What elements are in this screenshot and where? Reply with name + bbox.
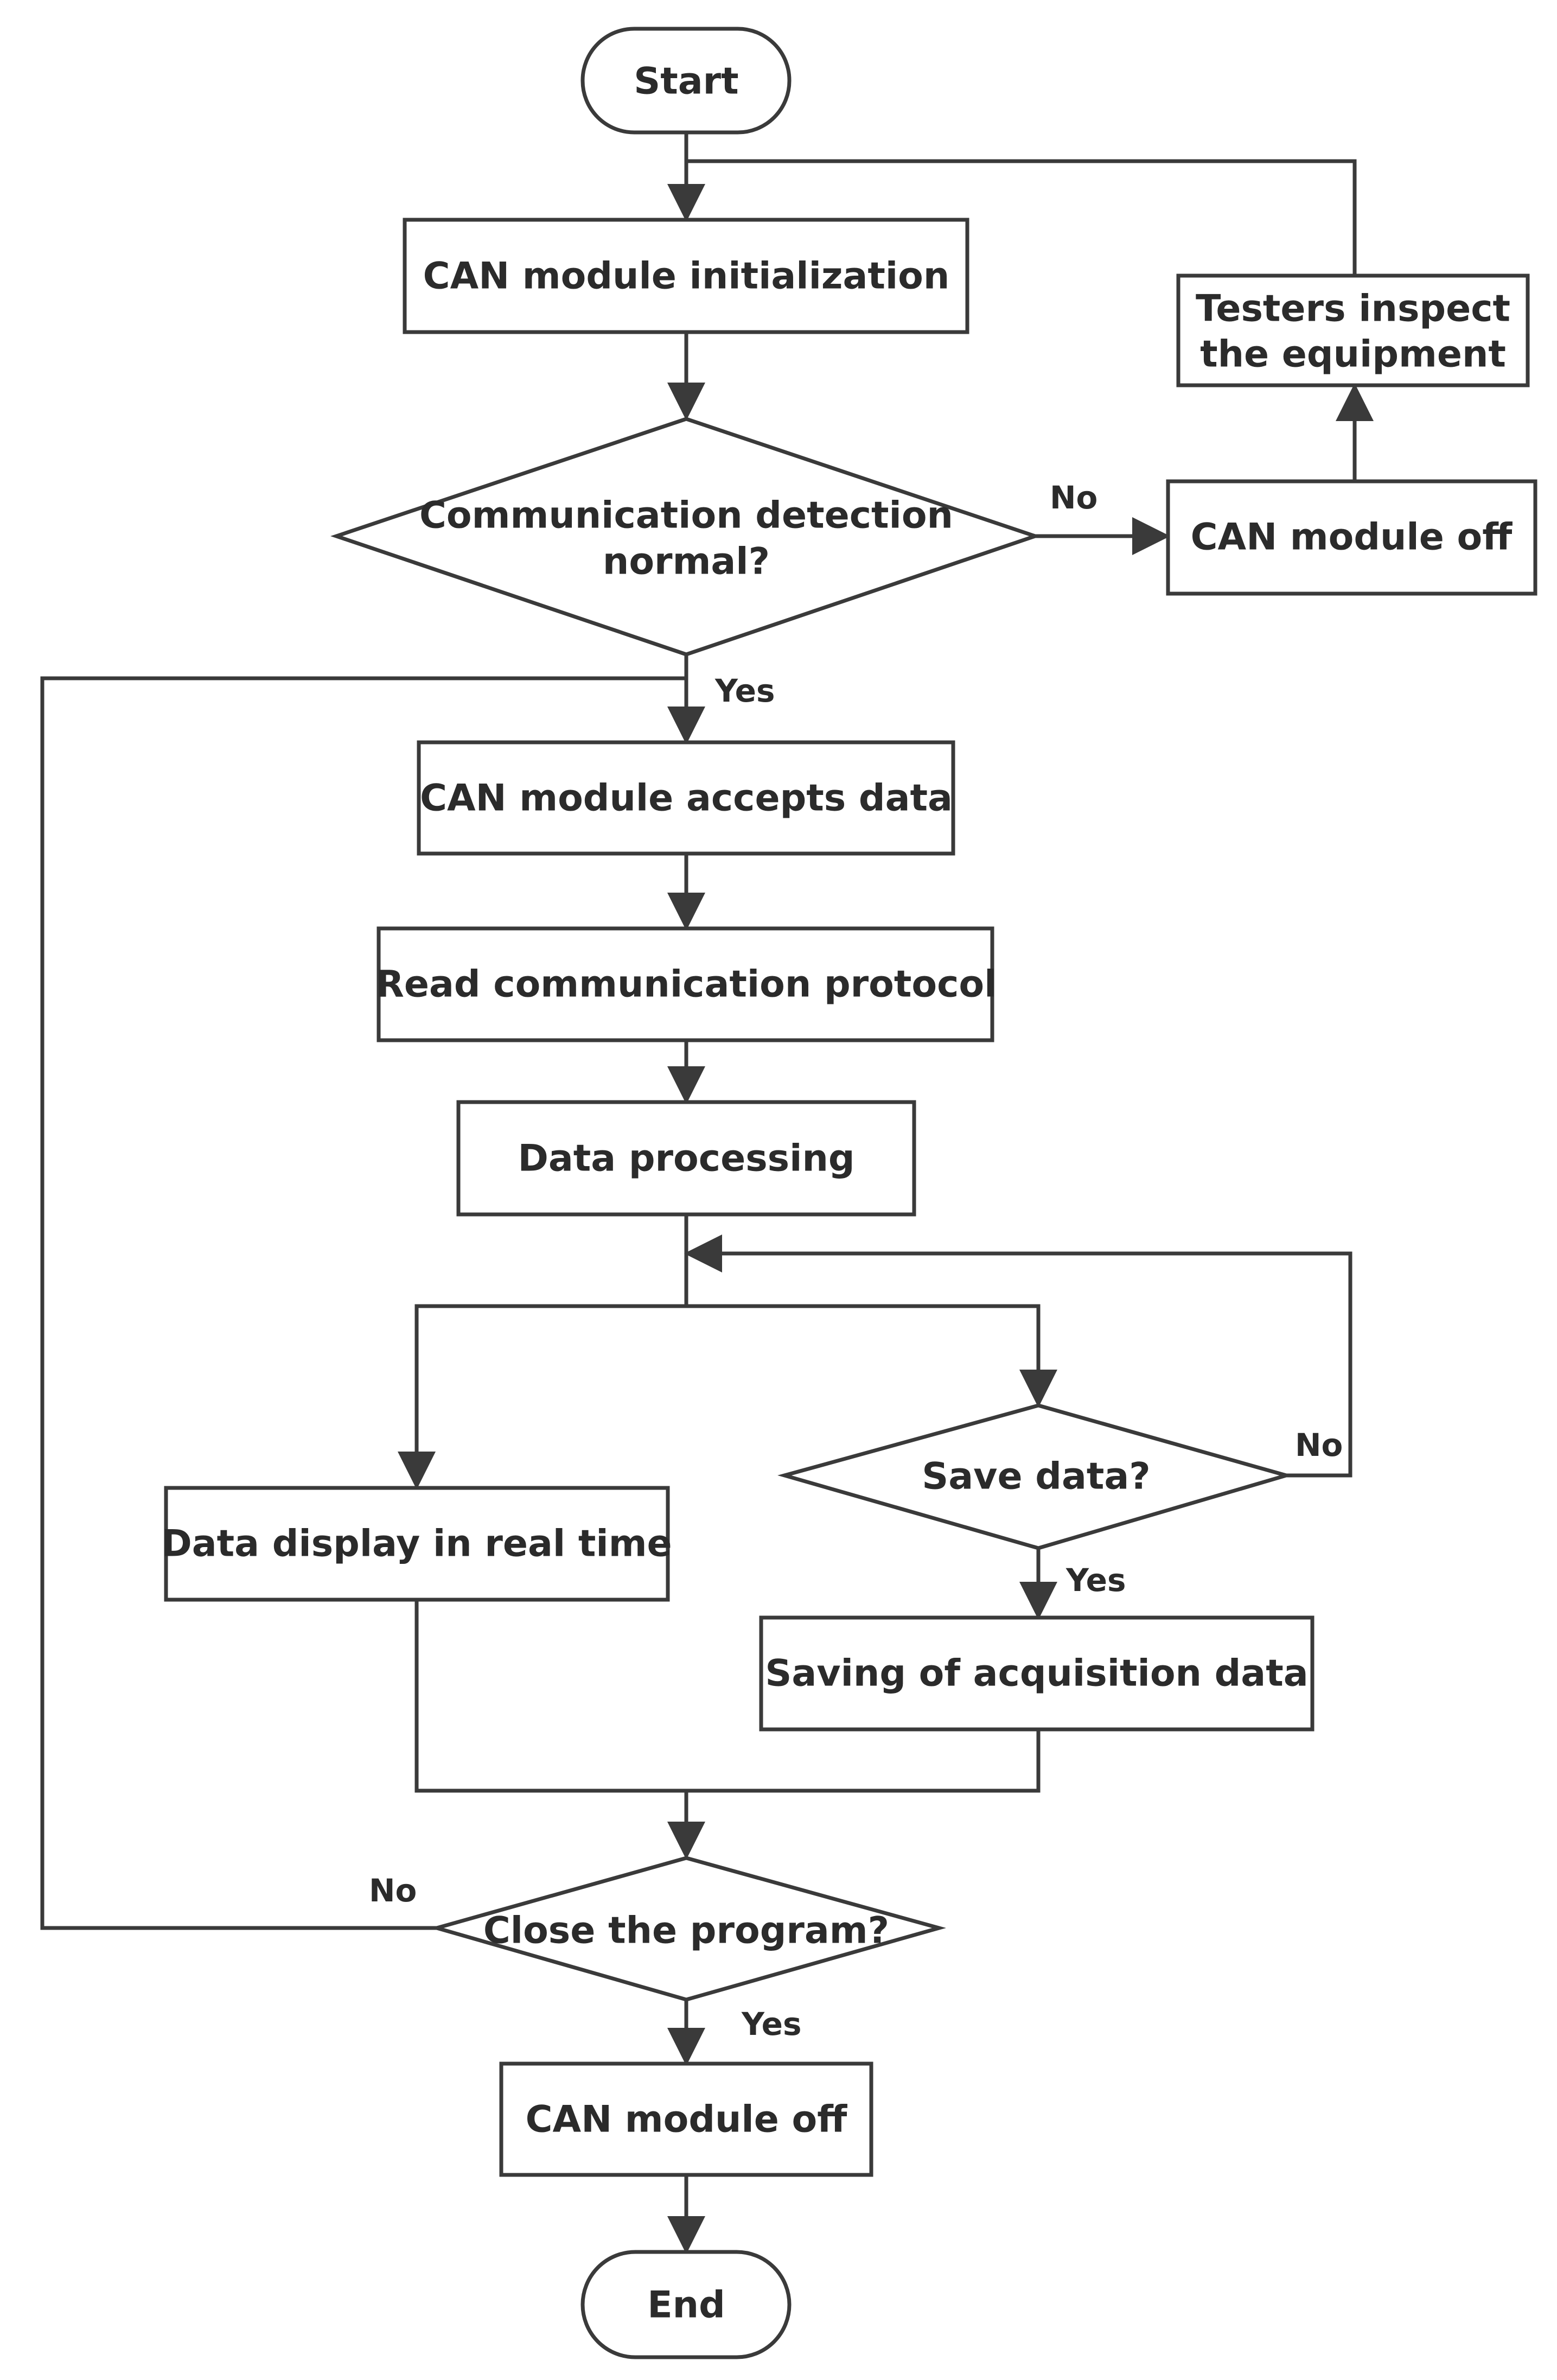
save-no-label: No: [1295, 1427, 1343, 1463]
accept-process: [417, 740, 955, 856]
detect-yes-label: Yes: [714, 672, 775, 709]
detect-no-label: No: [1050, 479, 1097, 516]
edge-close-no-loop: [40, 676, 686, 1930]
close-label: Close the program?: [483, 1910, 889, 1952]
init-label: CAN module initialization: [423, 255, 950, 298]
display-label: Data display in real time: [161, 1523, 672, 1566]
saving-label: Saving of acquisition data: [765, 1652, 1308, 1695]
detect-label-line1: Communication detection: [419, 494, 953, 537]
detect-decision: [330, 417, 1041, 657]
start-terminal: [580, 27, 792, 135]
inspect-process: [1176, 273, 1530, 387]
init-process: [403, 218, 969, 334]
accept-label: CAN module accepts data: [420, 777, 953, 820]
edges: [40, 132, 1374, 2254]
close-decision: [430, 1856, 946, 2002]
end-terminal: [580, 2250, 792, 2359]
display-process: [164, 1486, 670, 1602]
edge-junction-display: [398, 1304, 686, 1490]
edge-save-no-loop: [684, 1234, 1352, 1478]
close-no-label: No: [369, 1872, 417, 1909]
edge-display-merge: [414, 1600, 686, 1793]
save-decision: [777, 1403, 1293, 1550]
processing-process: [456, 1100, 916, 1217]
read-protocol-process: [377, 926, 994, 1042]
detect-label-line2: normal?: [603, 540, 770, 583]
edge-inspect-init: [686, 159, 1357, 276]
save-label: Save data?: [922, 1455, 1150, 1498]
edge-junction-save: [686, 1304, 1057, 1408]
nodes: Start CAN module initialization Communic…: [161, 27, 1537, 2359]
close-yes-label: Yes: [741, 2006, 802, 2042]
processing-label: Data processing: [518, 1137, 854, 1180]
off-error-process: [1166, 479, 1537, 596]
saving-process: [759, 1615, 1314, 1732]
inspect-label-line1: Testers inspect: [1196, 288, 1510, 330]
read-protocol-label: Read communication protocol: [376, 963, 997, 1006]
edge-labels: No Yes No Yes No Yes: [369, 479, 1343, 2042]
inspect-label-line2: the equipment: [1200, 333, 1506, 376]
start-label: Start: [634, 60, 738, 103]
end-label: End: [647, 2284, 725, 2327]
off-final-label: CAN module off: [526, 2098, 848, 2141]
off-error-label: CAN module off: [1191, 516, 1513, 559]
off-final-process: [499, 2061, 873, 2177]
save-yes-label: Yes: [1065, 1562, 1126, 1599]
edge-saving-merge: [686, 1729, 1041, 1793]
